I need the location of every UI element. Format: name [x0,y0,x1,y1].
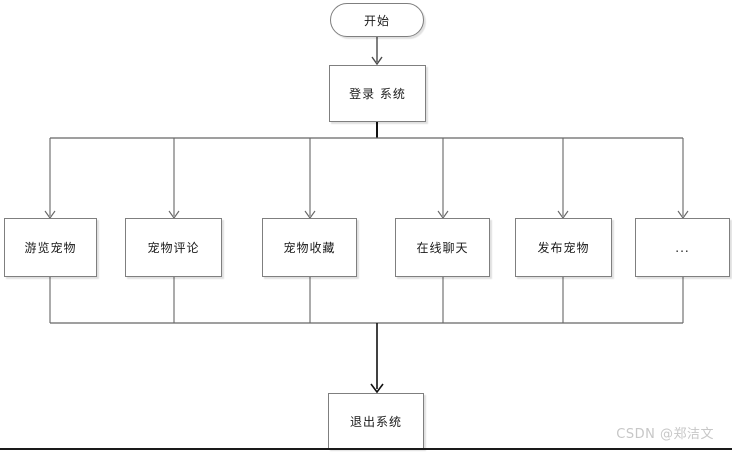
branch-label: ... [675,240,690,255]
login-system-node: 登录 系统 [329,65,426,122]
arrow-bar-to-exit [370,323,384,394]
branch-node-ellipsis: ... [635,218,730,277]
merge-lines [49,277,684,323]
branch-arrows [44,138,689,219]
arrow-start-to-login [371,37,383,66]
bottom-border-line [0,448,732,450]
start-node-label: 开始 [363,13,390,28]
branch-label: 游览宠物 [24,241,77,255]
branch-node-publish-pets: 发布宠物 [515,218,612,277]
start-node: 开始 [330,3,424,37]
csdn-watermark: CSDN @郑洁文 [616,427,714,442]
exit-system-node: 退出系统 [328,393,424,449]
branch-label: 宠物评论 [147,241,200,255]
branch-label: 在线聊天 [416,241,469,255]
branch-node-browse-pets: 游览宠物 [4,218,97,277]
login-system-label: 登录 系统 [349,87,406,101]
branch-label: 发布宠物 [537,241,590,255]
exit-system-label: 退出系统 [349,414,402,429]
branch-node-online-chat: 在线聊天 [395,218,490,277]
branch-node-pet-favorites: 宠物收藏 [262,218,357,277]
branch-node-pet-comments: 宠物评论 [125,218,222,277]
branch-label: 宠物收藏 [283,241,336,255]
